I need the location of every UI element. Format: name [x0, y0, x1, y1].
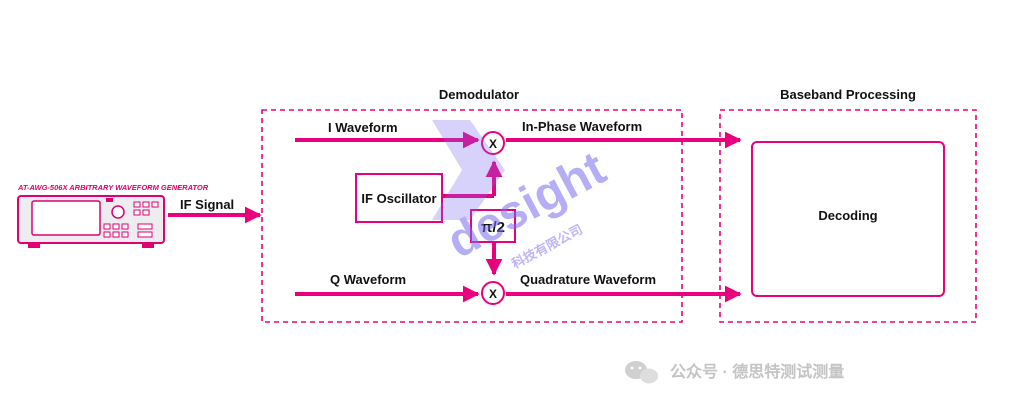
- if-oscillator-label: IF Oscillator: [361, 191, 436, 206]
- i-waveform-label: I Waveform: [328, 120, 398, 135]
- demodulator-title: Demodulator: [439, 87, 519, 102]
- phase-shift-label: π/2: [481, 219, 505, 236]
- q-mixer: [481, 281, 505, 305]
- watermark-logo: desight 科技有限公司: [432, 120, 614, 271]
- phase-shift-box: [470, 209, 516, 243]
- demodulator-box: [261, 109, 683, 323]
- if-signal-label: IF Signal: [180, 197, 234, 212]
- wechat-icon: [625, 361, 658, 384]
- baseband-box: [719, 109, 977, 323]
- if-oscillator-box: [355, 173, 443, 223]
- quadrature-label: Quadrature Waveform: [520, 272, 656, 287]
- q-waveform-label: Q Waveform: [330, 272, 406, 287]
- waveform-generator-icon: [17, 195, 165, 248]
- wechat-account-text: 公众号 · 德思特测试测量: [670, 362, 844, 381]
- i-mixer-label: X: [489, 137, 497, 151]
- q-mixer-label: X: [489, 287, 497, 301]
- in-phase-label: In-Phase Waveform: [522, 119, 642, 134]
- decoding-box: [751, 141, 945, 297]
- logo-chevron-icon: [432, 120, 505, 220]
- device-caption: AT-AWG-506X ARBITRARY WAVEFORM GENERATOR: [17, 183, 209, 192]
- i-mixer: [481, 131, 505, 155]
- decoding-label: Decoding: [818, 208, 877, 223]
- baseband-title: Baseband Processing: [780, 87, 916, 102]
